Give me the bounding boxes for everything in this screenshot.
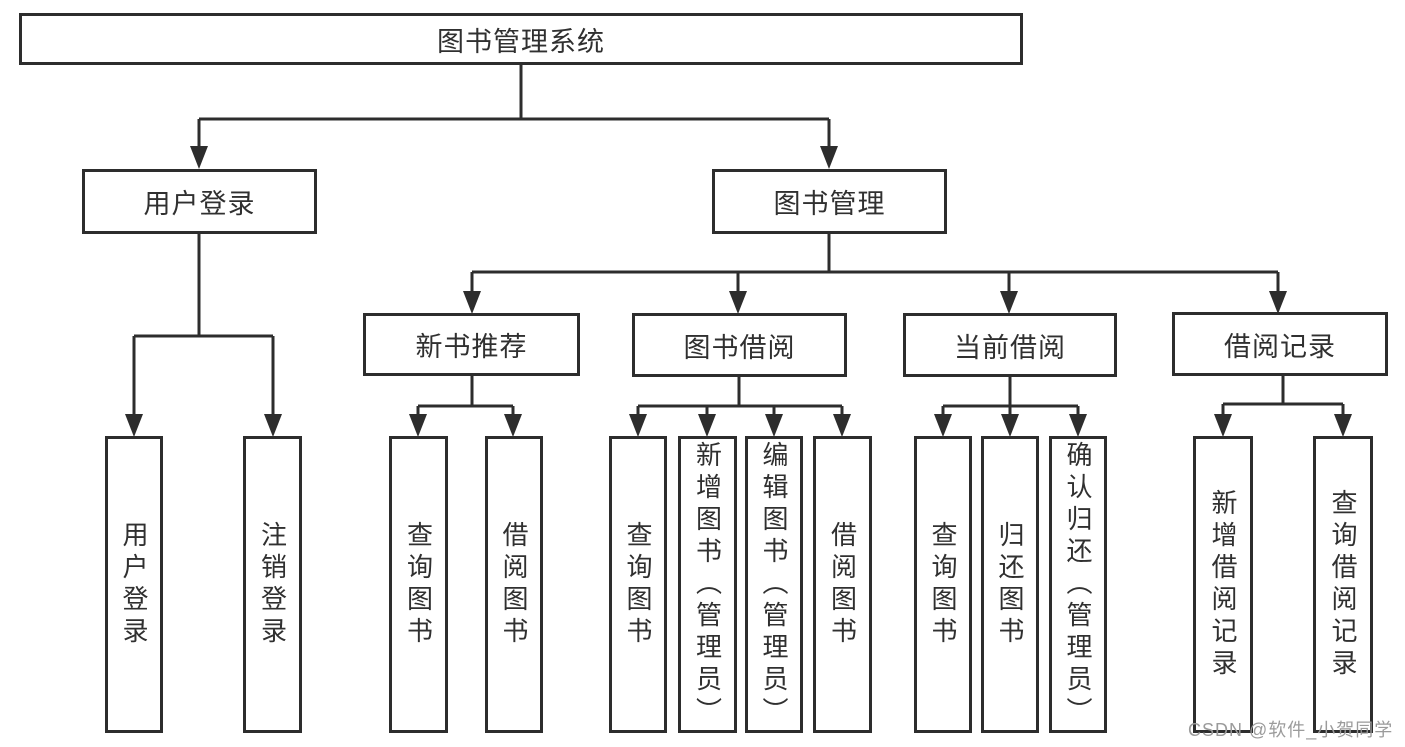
arrowhead [1334, 414, 1352, 437]
node-root: 图书管理系统 [19, 13, 1023, 65]
connector-bookmgmt-to-level3 [470, 234, 1280, 292]
connector-borrow-to-leaves [636, 377, 844, 415]
node-book-management-label: 图书管理 [773, 189, 886, 219]
leaf-query-books-borrow: 查询图书 [609, 436, 667, 733]
connector-newbook-to-leaves [416, 376, 515, 415]
leaf-borrow-books-borrow: 借阅图书 [813, 436, 872, 733]
arrowhead [765, 414, 783, 437]
leaf-edit-book-admin-label: 编辑图书（管理员） [759, 440, 789, 729]
node-new-book-recommend: 新书推荐 [363, 313, 580, 376]
node-borrow-records: 借阅记录 [1172, 312, 1388, 376]
arrowhead [190, 146, 208, 169]
leaf-borrow-books-recommend: 借阅图书 [485, 436, 543, 733]
leaf-logout-label: 注销登录 [257, 520, 288, 649]
connector-records-to-leaves [1221, 376, 1345, 415]
arrowhead [934, 414, 952, 437]
node-current-borrow: 当前借阅 [903, 313, 1117, 377]
arrowhead [409, 414, 427, 437]
leaf-query-books-borrow-label: 查询图书 [623, 520, 653, 649]
leaf-return-book: 归还图书 [981, 436, 1039, 733]
leaf-query-borrow-record-label: 查询借阅记录 [1328, 488, 1358, 681]
leaf-borrow-books-borrow-label: 借阅图书 [827, 520, 858, 649]
arrowhead [729, 291, 747, 314]
leaf-edit-book-admin: 编辑图书（管理员） [745, 436, 803, 733]
leaf-borrow-books-recommend-label: 借阅图书 [499, 520, 529, 649]
leaf-add-book-admin-label: 新增图书（管理员） [692, 440, 723, 729]
node-current-borrow-label: 当前借阅 [954, 332, 1066, 363]
leaf-confirm-return-admin-label: 确认归还（管理员） [1063, 440, 1093, 729]
leaf-confirm-return-admin: 确认归还（管理员） [1049, 436, 1107, 733]
node-root-label: 图书管理系统 [437, 26, 605, 57]
leaf-user-login-label: 用户登录 [119, 520, 149, 649]
leaf-query-books-current-label: 查询图书 [928, 520, 958, 649]
node-new-book-recommend-label: 新书推荐 [415, 332, 528, 362]
leaf-user-login: 用户登录 [105, 436, 163, 733]
node-book-management: 图书管理 [712, 169, 947, 234]
arrowhead [264, 414, 282, 437]
leaf-logout: 注销登录 [243, 436, 302, 733]
arrowhead [1001, 414, 1019, 437]
leaf-query-books-recommend: 查询图书 [389, 436, 448, 733]
watermark: CSDN @软件_小贺同学 [1188, 720, 1394, 740]
arrowhead [1214, 414, 1232, 437]
leaf-query-books-recommend-label: 查询图书 [403, 520, 434, 649]
leaf-add-borrow-record-label: 新增借阅记录 [1208, 488, 1238, 681]
node-borrow-records-label: 借阅记录 [1224, 331, 1336, 362]
node-user-login: 用户登录 [82, 169, 317, 234]
connector-current-to-leaves [941, 377, 1080, 415]
arrowhead [629, 414, 647, 437]
leaf-query-books-current: 查询图书 [914, 436, 972, 733]
arrowhead [125, 414, 143, 437]
arrowhead [504, 414, 522, 437]
arrowhead [1000, 291, 1018, 314]
arrowhead [833, 414, 851, 437]
connector-userlogin-to-leaves [132, 234, 275, 415]
arrowhead [820, 146, 838, 169]
node-book-borrow-label: 图书借阅 [683, 332, 796, 363]
leaf-add-borrow-record: 新增借阅记录 [1193, 436, 1253, 733]
node-book-borrow: 图书借阅 [632, 313, 847, 377]
arrowhead [1069, 414, 1087, 437]
node-user-login-label: 用户登录 [143, 189, 256, 219]
arrowhead [698, 414, 716, 437]
leaf-query-borrow-record: 查询借阅记录 [1313, 436, 1373, 733]
leaf-add-book-admin: 新增图书（管理员） [678, 436, 737, 733]
connector-root-to-level2 [197, 65, 831, 147]
arrowheads [125, 146, 1352, 437]
leaf-return-book-label: 归还图书 [995, 520, 1025, 649]
arrowhead [1269, 291, 1287, 314]
arrowhead [463, 291, 481, 314]
